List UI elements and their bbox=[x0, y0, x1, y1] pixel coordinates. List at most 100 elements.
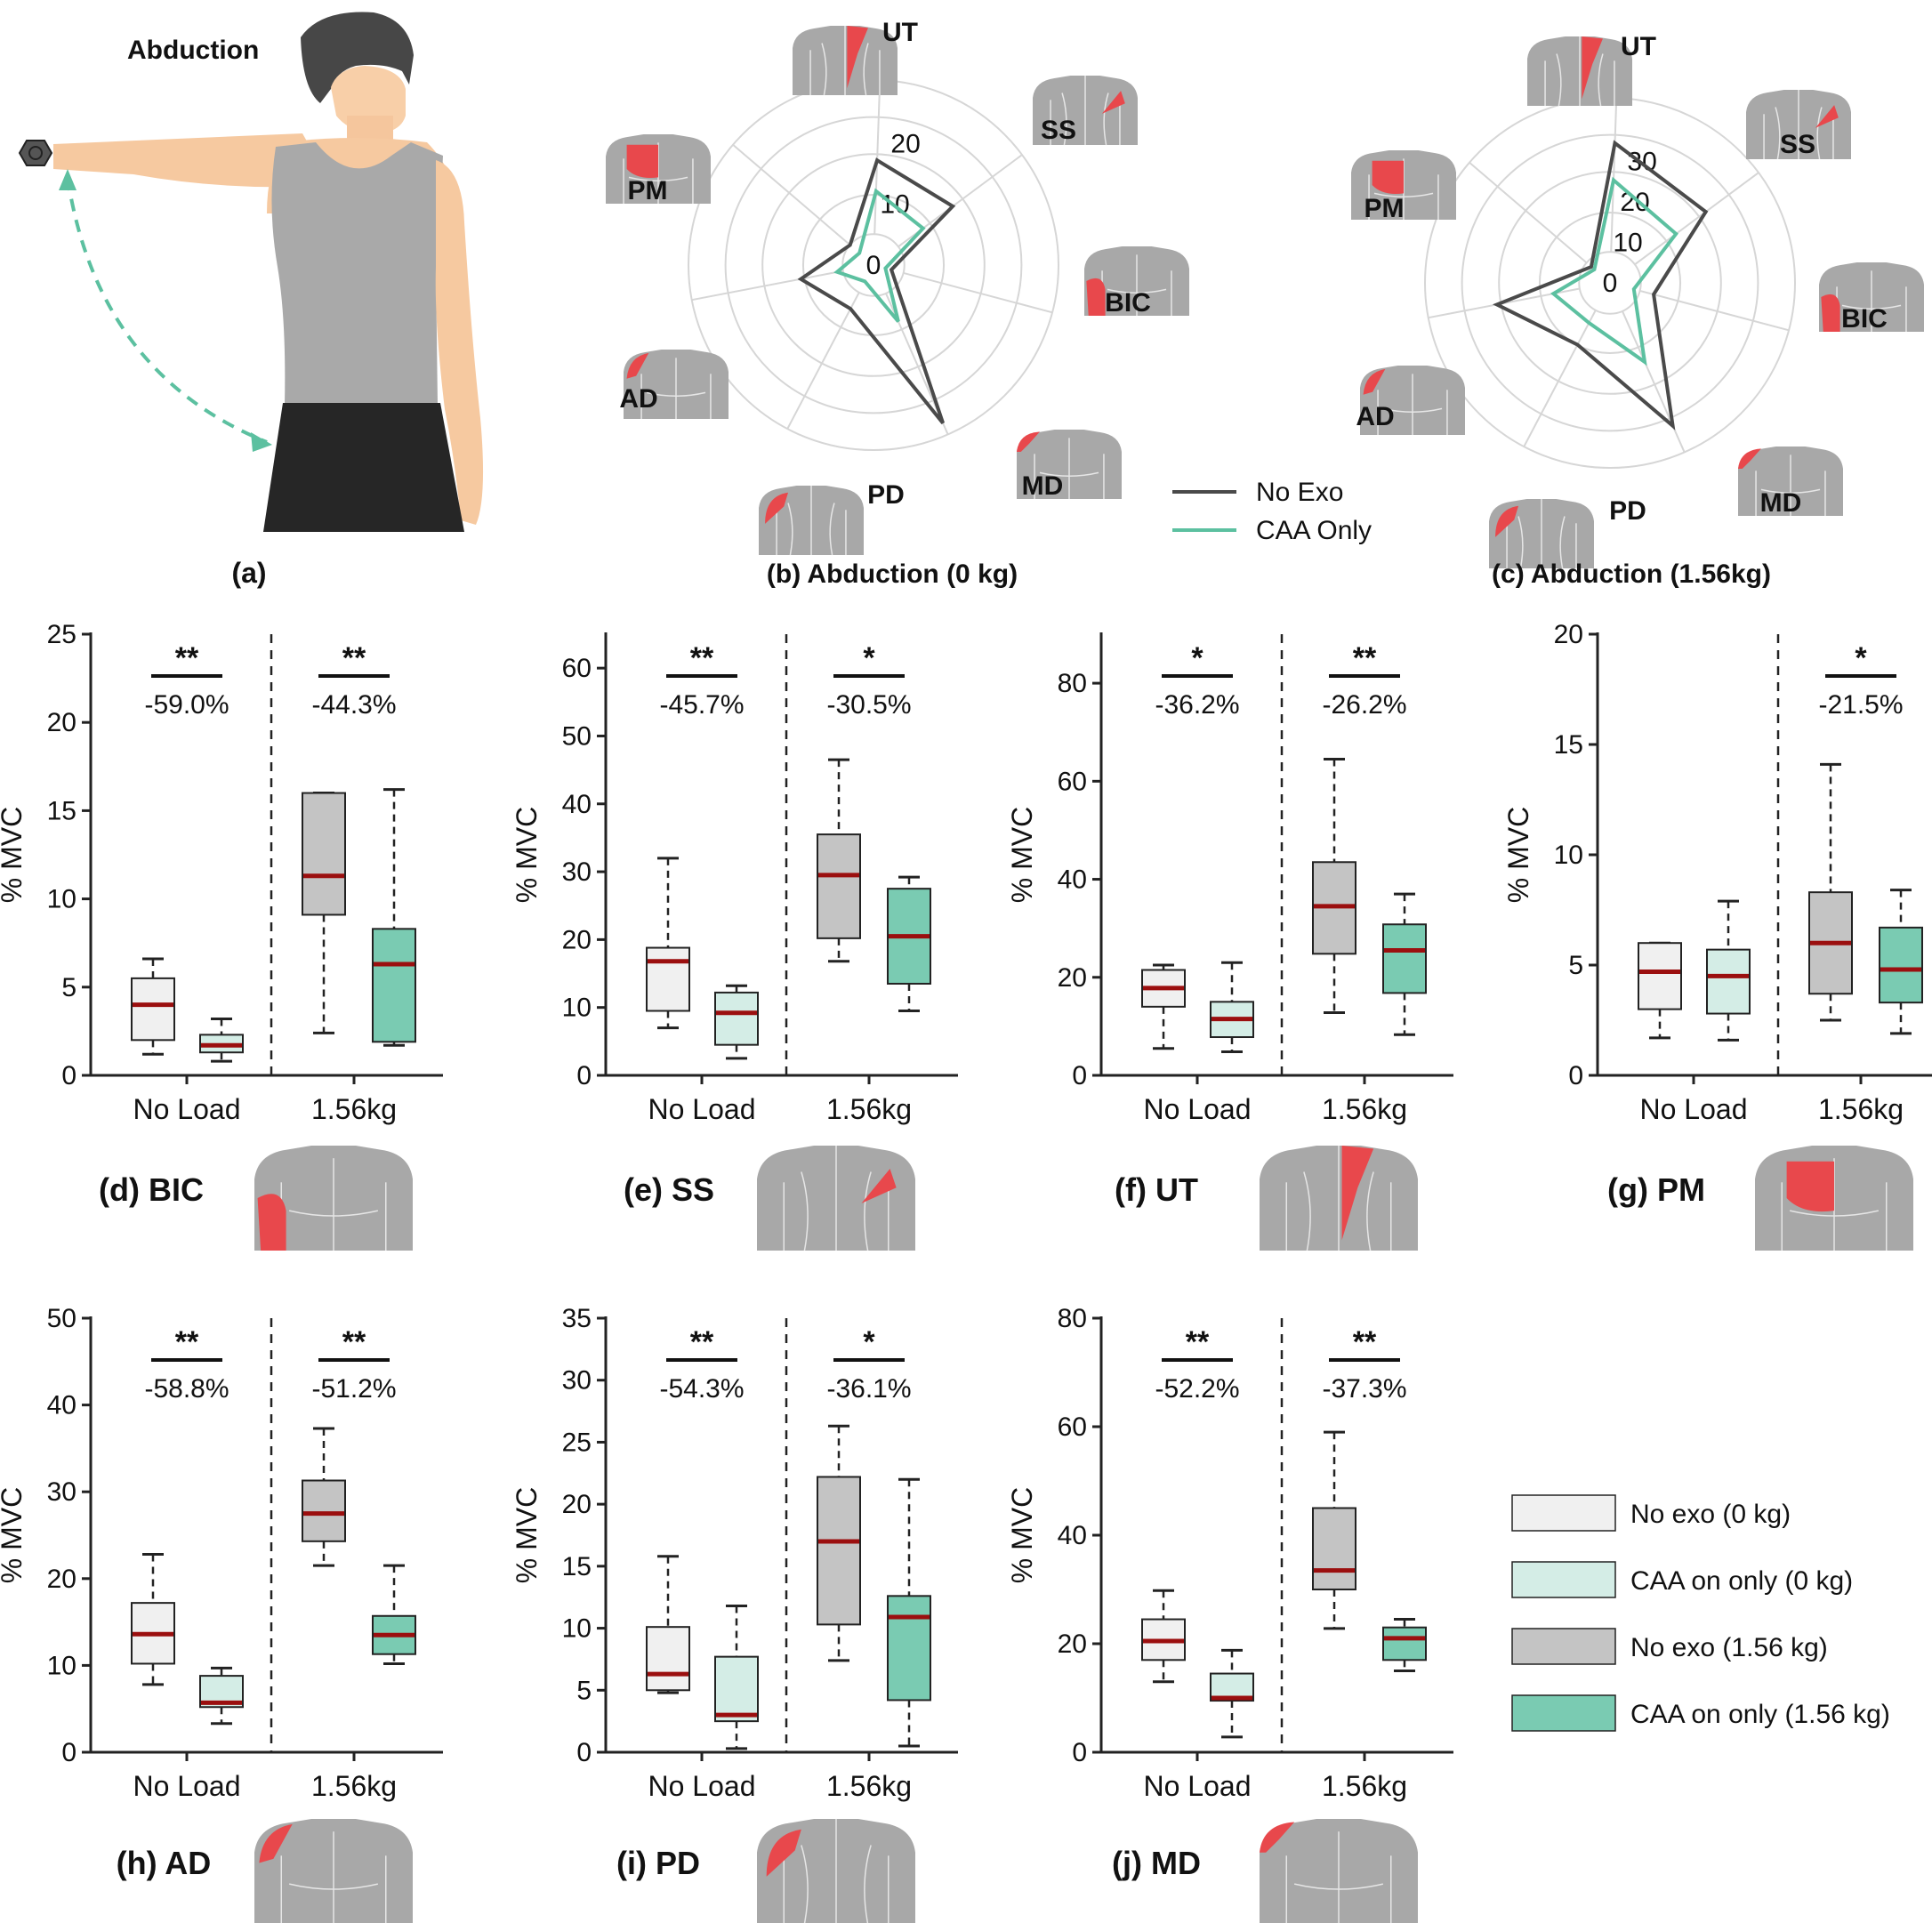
box-body bbox=[372, 928, 416, 1043]
radar-spoke-ut bbox=[1610, 98, 1618, 253]
motion-arrow-down-icon bbox=[251, 432, 272, 452]
y-axis-label: % MVC bbox=[0, 1487, 28, 1583]
y-tick-label: 10 bbox=[562, 1614, 592, 1644]
box-body bbox=[131, 977, 175, 1042]
radar-muscle-icon-ut bbox=[1527, 36, 1632, 107]
x-category-label: No Load bbox=[133, 1093, 241, 1125]
x-category-label: No Load bbox=[648, 1770, 756, 1802]
radar-series-no-exo bbox=[1493, 140, 1709, 430]
x-category-label: No Load bbox=[1144, 1770, 1252, 1802]
muscle-icon-ad bbox=[254, 1819, 413, 1923]
highlighted-muscle-ad bbox=[259, 1823, 293, 1863]
box-body bbox=[1312, 1507, 1356, 1590]
y-axis-label: % MVC bbox=[1006, 807, 1038, 903]
chest-line bbox=[628, 176, 688, 181]
radar-spoke-ss bbox=[1634, 172, 1759, 266]
highlighted-muscle-pm bbox=[1786, 1161, 1834, 1212]
radar-grid-ring bbox=[761, 153, 986, 377]
legend-label-caa-only: CAA Only bbox=[1256, 516, 1372, 545]
y-tick-label: 40 bbox=[1058, 1521, 1087, 1550]
y-tick-label: 20 bbox=[47, 708, 76, 737]
panel-caption: (f) UT bbox=[1115, 1171, 1198, 1208]
scapula-line-left bbox=[1303, 1171, 1311, 1251]
shorts-shape bbox=[263, 403, 464, 532]
chest-line bbox=[1760, 488, 1821, 494]
muscle-icon-pm bbox=[1755, 1146, 1913, 1251]
x-category-label: 1.56kg bbox=[1322, 1093, 1407, 1125]
panel-a-caption: (a) bbox=[231, 557, 266, 589]
highlighted-muscle-ad bbox=[626, 352, 649, 379]
y-tick-label: 20 bbox=[1554, 620, 1583, 649]
chest-line bbox=[1373, 192, 1434, 197]
radar-muscle-icon-ut bbox=[793, 26, 898, 96]
percent-change-label: -36.2% bbox=[1155, 690, 1239, 720]
radar-axis-label-pm: PM bbox=[628, 176, 668, 205]
radar-grid-ring bbox=[1578, 251, 1642, 315]
radar-series-caa-only bbox=[833, 188, 926, 323]
chest-line bbox=[646, 391, 706, 397]
y-tick-label: 30 bbox=[562, 1366, 592, 1396]
radar-axis-label-pd: PD bbox=[1609, 496, 1646, 526]
x-category-label: 1.56kg bbox=[311, 1770, 397, 1802]
chest-line bbox=[1382, 407, 1443, 413]
radar-axis-label-md: MD bbox=[1022, 471, 1064, 501]
radar-muscle-icon-ad bbox=[624, 350, 729, 419]
percent-change-label: -36.1% bbox=[826, 1374, 911, 1404]
highlighted-muscle-ss bbox=[1101, 91, 1125, 114]
radar-spoke-md bbox=[1622, 310, 1686, 453]
chest-line bbox=[1293, 1883, 1384, 1890]
chest-line bbox=[288, 1883, 379, 1890]
radar-muscle-icon-md bbox=[1017, 430, 1122, 499]
y-tick-label: 10 bbox=[47, 1651, 76, 1680]
box-body bbox=[646, 946, 690, 1012]
radar-grid-ring bbox=[724, 116, 1023, 414]
box-body bbox=[714, 991, 759, 1046]
y-tick-label: 80 bbox=[1058, 669, 1087, 698]
legend-label-no-exo: No Exo bbox=[1256, 478, 1343, 507]
radar-spoke-bic bbox=[1639, 289, 1790, 332]
y-tick-label: 25 bbox=[562, 1428, 592, 1457]
radar-spoke-pm bbox=[732, 143, 851, 246]
box-body bbox=[817, 833, 861, 939]
y-axis-label: % MVC bbox=[511, 807, 543, 903]
highlighted-muscle-pm bbox=[1372, 160, 1404, 194]
significance-stars: ** bbox=[690, 1325, 714, 1359]
y-tick-label: 15 bbox=[1554, 730, 1583, 760]
significance-stars: * bbox=[1191, 641, 1203, 675]
muscle-icon-ss bbox=[757, 1146, 915, 1251]
motion-arc bbox=[66, 177, 268, 444]
radar-tick-label: 0 bbox=[866, 251, 881, 280]
y-tick-label: 0 bbox=[61, 1738, 76, 1767]
radar-axis-label-ut: UT bbox=[1621, 32, 1656, 61]
highlighted-muscle-pd bbox=[765, 492, 789, 524]
box-body bbox=[302, 792, 346, 916]
radar-axis-label-ut: UT bbox=[882, 18, 918, 47]
box-body bbox=[1706, 948, 1751, 1015]
chest-line bbox=[1789, 1210, 1880, 1217]
y-tick-label: 30 bbox=[47, 1477, 76, 1507]
x-category-label: No Load bbox=[133, 1770, 241, 1802]
highlighted-muscle-pd bbox=[766, 1829, 801, 1877]
radar-muscle-icon-pd bbox=[759, 486, 864, 556]
highlighted-muscle-md bbox=[1738, 448, 1761, 469]
scapula-line-right bbox=[864, 1845, 872, 1923]
y-axis-label: % MVC bbox=[1006, 1487, 1038, 1583]
radar-muscle-icon-bic bbox=[1819, 262, 1924, 332]
scapula-line-right bbox=[863, 43, 869, 96]
panel-caption: (g) PM bbox=[1607, 1171, 1705, 1208]
y-tick-label: 5 bbox=[1568, 951, 1583, 980]
box-body bbox=[1382, 923, 1427, 994]
legend-swatch-caa-0kg bbox=[1511, 1561, 1616, 1598]
box-body bbox=[1382, 1626, 1427, 1662]
scapula-line-right bbox=[1559, 516, 1566, 569]
highlighted-muscle-pm bbox=[626, 144, 658, 178]
y-tick-label: 60 bbox=[1058, 767, 1087, 796]
radar-axis-label-pm: PM bbox=[1364, 194, 1405, 223]
percent-change-label: -45.7% bbox=[659, 690, 744, 720]
x-category-label: 1.56kg bbox=[1322, 1770, 1407, 1802]
